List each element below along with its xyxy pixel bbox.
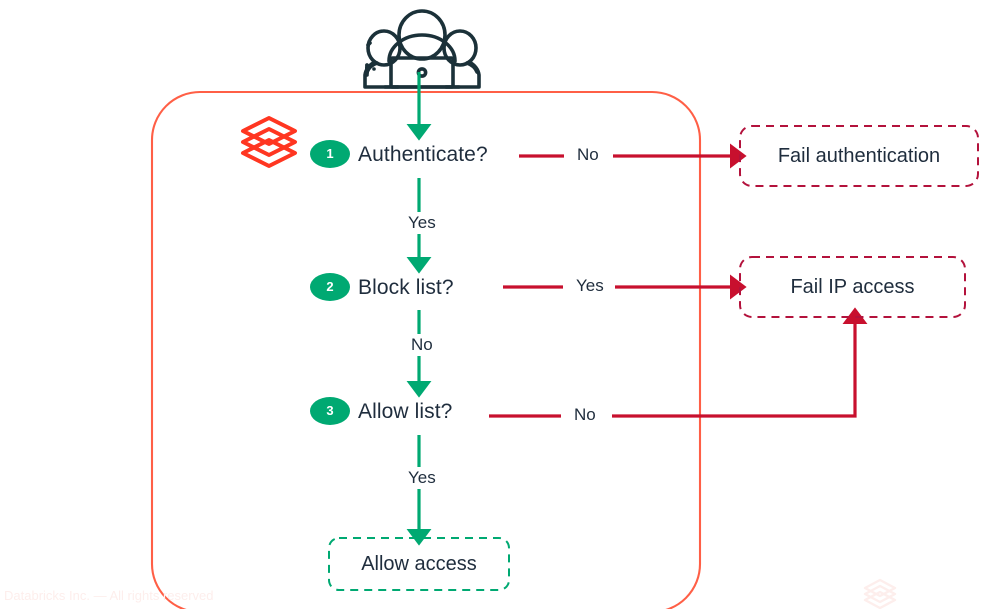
step-label-block-list: Block list? — [358, 276, 454, 299]
outcome-box-fail-authentication — [739, 125, 979, 187]
edge-label-step2-no: No — [404, 335, 440, 355]
edge-label-step1-yes: Yes — [401, 213, 443, 233]
databricks-layers-icon — [241, 116, 297, 168]
outcome-label-fail-authentication: Fail authentication — [777, 145, 941, 167]
step-label-allow-list: Allow list? — [358, 400, 453, 423]
edge-step3-no-to-fail-ip — [612, 307, 868, 418]
edge-label-step3-yes: Yes — [401, 468, 443, 488]
step-number-3: 3 — [326, 403, 334, 418]
laptop-icon — [383, 56, 461, 89]
databricks-watermark-icon — [863, 578, 897, 609]
step-number-2: 2 — [326, 279, 334, 294]
outcome-label-allow-access: Allow access — [361, 553, 477, 575]
workspace-boundary — [150, 90, 702, 609]
step-badge-2 — [310, 273, 350, 301]
step-badge-3 — [310, 397, 350, 425]
outcome-box-fail-ip-access — [739, 256, 966, 318]
users-group-bodies — [363, 60, 481, 89]
edge-label-step2-yes: Yes — [569, 276, 611, 296]
step-number-1: 1 — [326, 146, 334, 161]
edge-label-step3-no: No — [567, 405, 603, 425]
footer-copyright: Databricks Inc. — All rights reserved — [4, 588, 214, 603]
outcome-label-fail-ip-access: Fail IP access — [790, 276, 915, 298]
step-badge-1 — [310, 140, 350, 168]
edge-label-step1-no: No — [570, 145, 606, 165]
step-label-authenticate: Authenticate? — [358, 143, 488, 166]
users-group-icon — [364, 9, 479, 77]
